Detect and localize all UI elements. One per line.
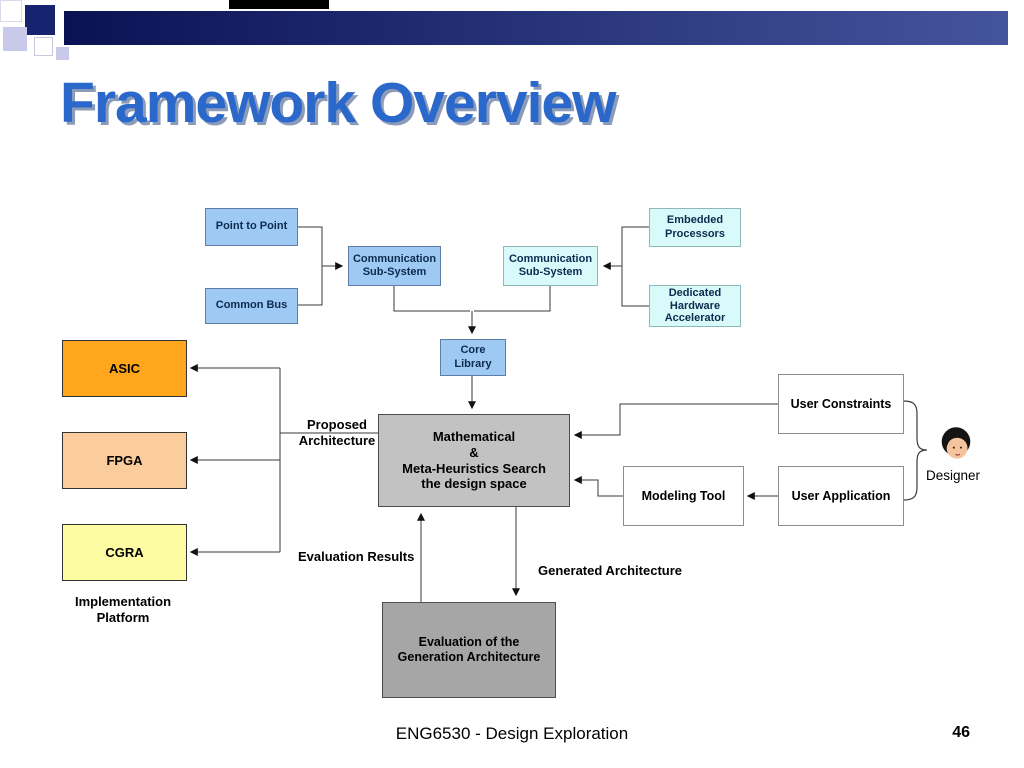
slide-page-number: 46 [952, 724, 970, 741]
box-cgra: CGRA [62, 524, 187, 581]
deco-square-white-1 [0, 0, 22, 22]
deco-square-navy [25, 5, 55, 35]
box-asic: ASIC [62, 340, 187, 397]
box-dedicated-hardware-accelerator: Dedicated Hardware Accelerator [649, 285, 741, 327]
label-evaluation-results: Evaluation Results [298, 549, 415, 564]
header-gradient-bar [64, 11, 1008, 45]
footer-course-title: ENG6530 - Design Exploration [395, 724, 629, 743]
box-embedded-processors: Embedded Processors [649, 208, 741, 247]
header-black-strip [229, 0, 329, 9]
box-evaluation-generation-architecture: Evaluation of the Generation Architectur… [382, 602, 556, 698]
box-math-metaheuristics-search: Mathematical & Meta-Heuristics Search th… [378, 414, 570, 507]
box-user-application: User Application [778, 466, 904, 526]
label-proposed-architecture: Proposed Architecture [298, 417, 376, 449]
deco-square-lavender-1 [3, 27, 27, 51]
slide-title: Framework Overview [60, 71, 616, 135]
box-point-to-point: Point to Point [205, 208, 298, 246]
box-communication-subsystem-right: Communication Sub-System [503, 246, 598, 286]
box-modeling-tool: Modeling Tool [623, 466, 744, 526]
label-designer: Designer [926, 468, 981, 483]
box-fpga: FPGA [62, 432, 187, 489]
box-user-constraints: User Constraints [778, 374, 904, 434]
box-common-bus: Common Bus [205, 288, 298, 324]
label-generated-architecture: Generated Architecture [538, 563, 683, 578]
box-core-library: Core Library [440, 339, 506, 376]
box-communication-subsystem-left: Communication Sub-System [348, 246, 441, 286]
label-implementation-platform: Implementation Platform [74, 594, 172, 626]
deco-square-lavender-2 [56, 47, 69, 60]
deco-square-white-2 [34, 37, 53, 56]
designer-person-icon [941, 427, 971, 459]
